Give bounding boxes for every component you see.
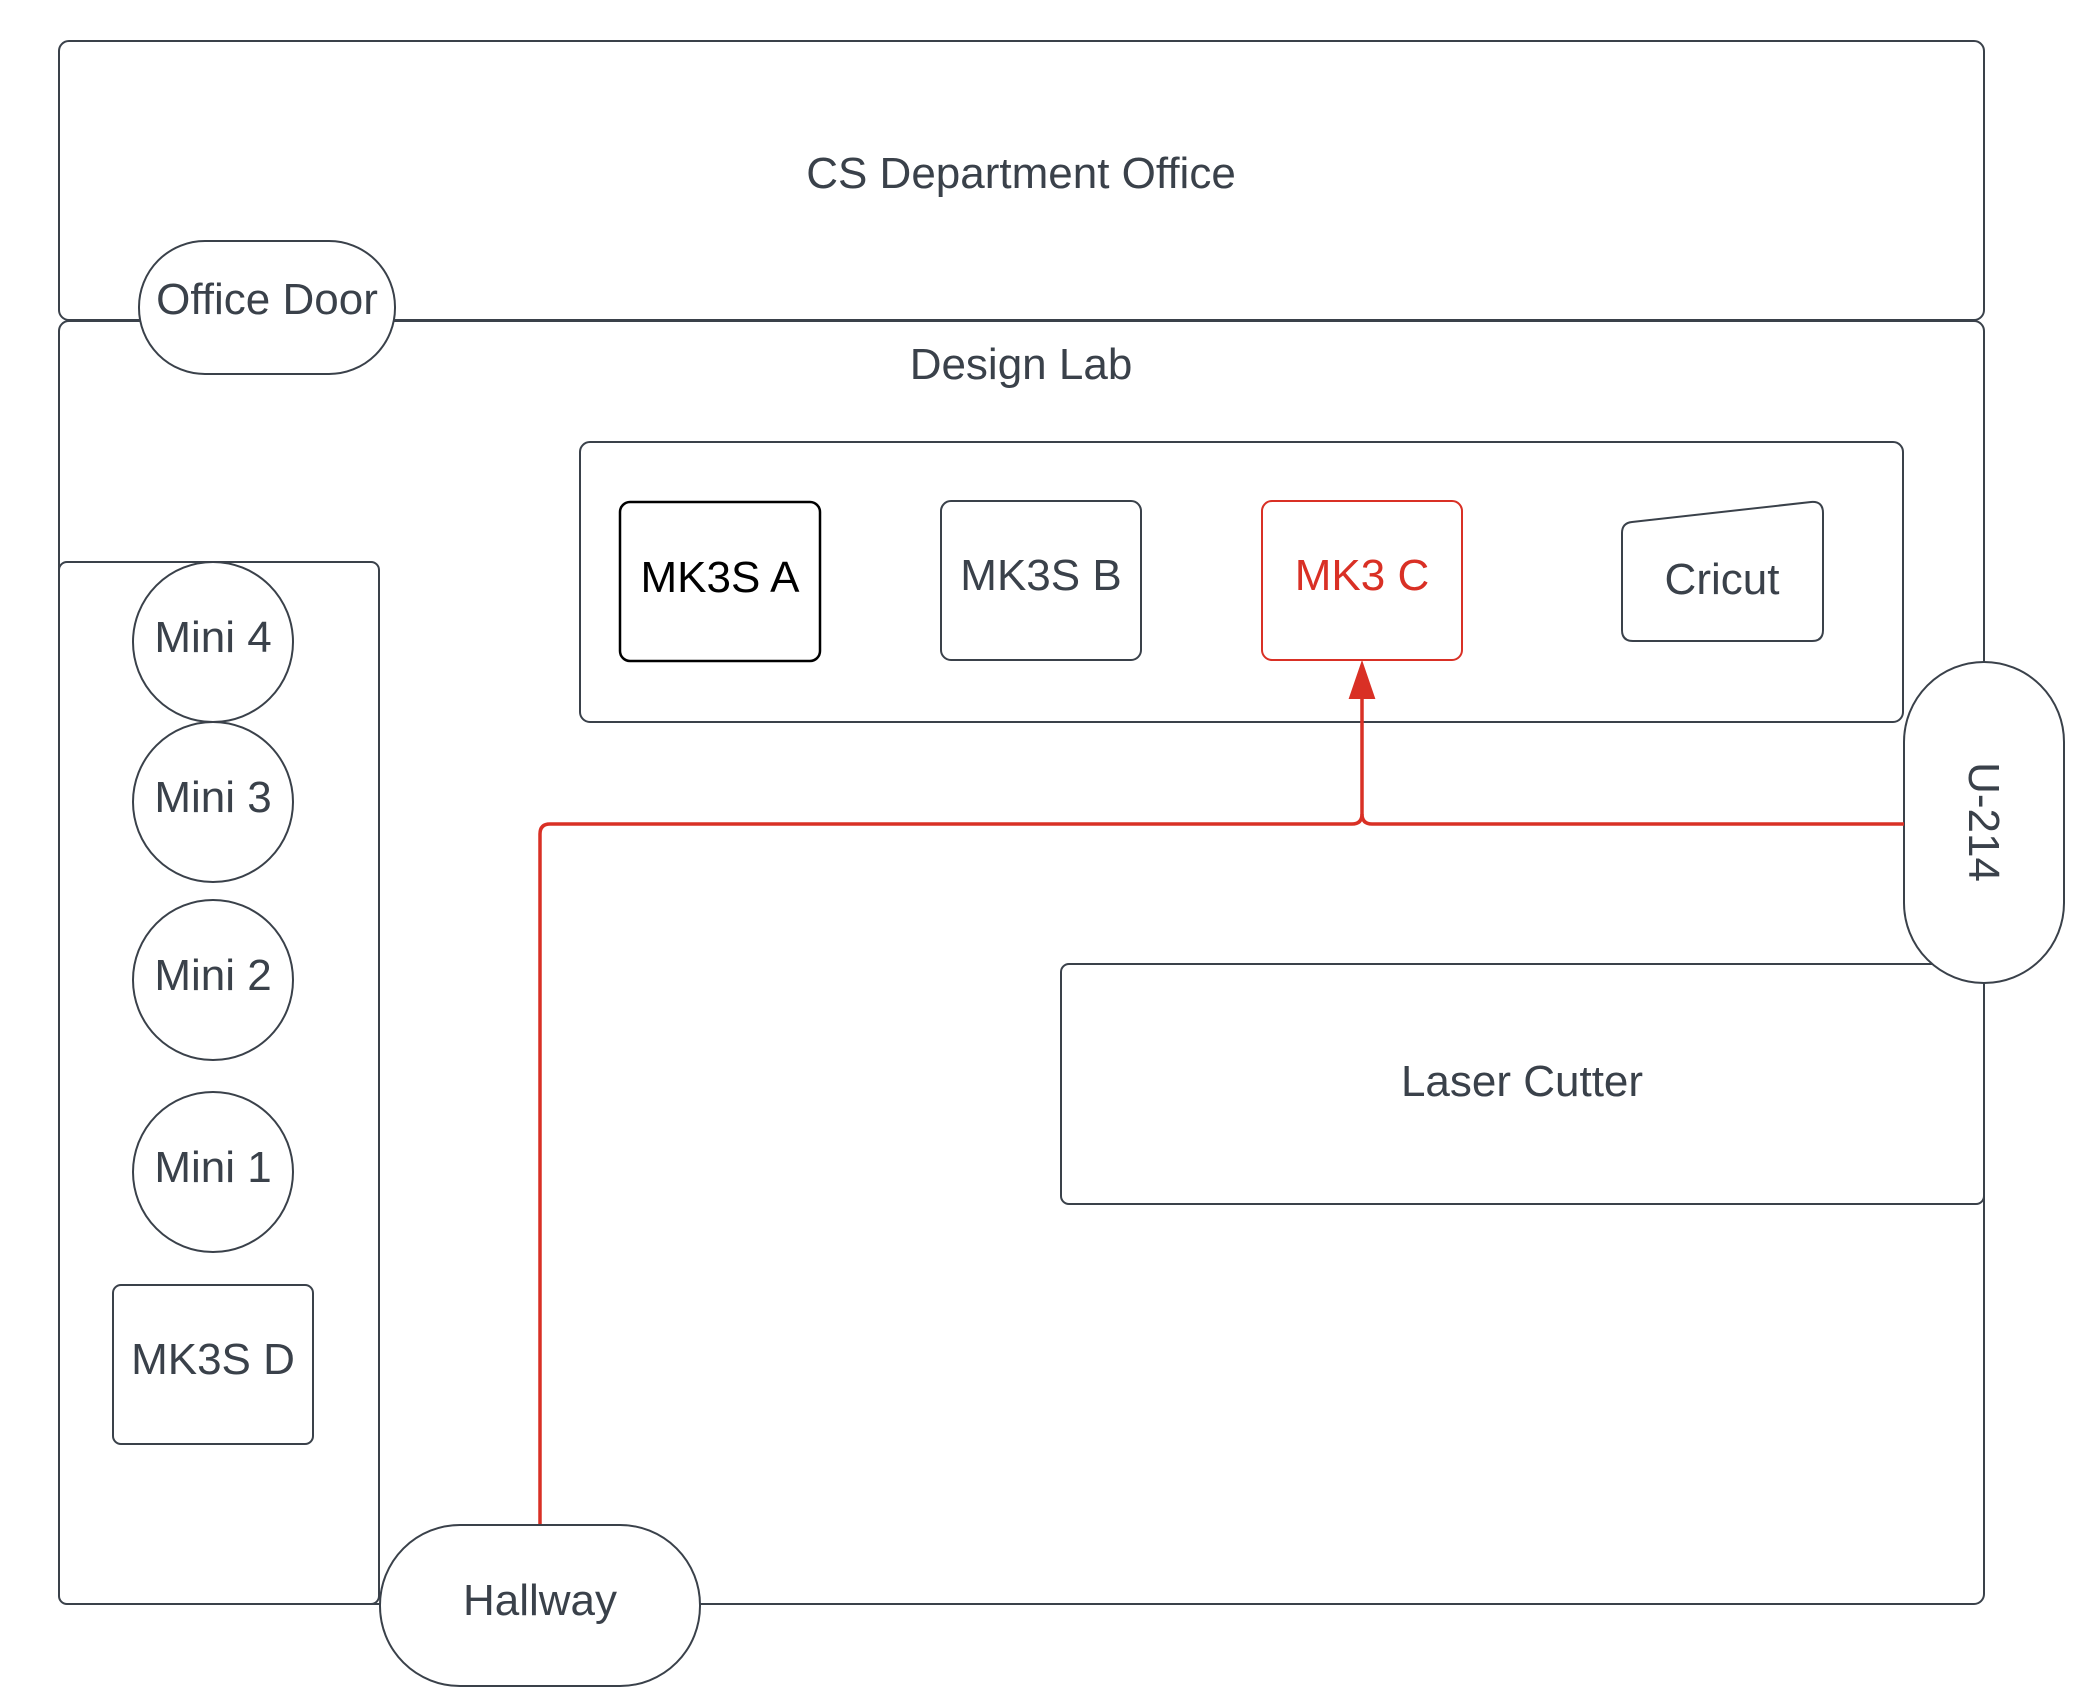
laser-cutter: Laser Cutter bbox=[1060, 963, 1985, 1205]
design-lab-label: Design Lab bbox=[910, 340, 1133, 389]
cs-department-office: CS Department Office bbox=[58, 40, 1985, 321]
laser-cutter-label: Laser Cutter bbox=[1401, 1057, 1643, 1106]
printer-mk3s-d: MK3S D bbox=[112, 1284, 314, 1445]
office-door: Office Door bbox=[138, 240, 396, 375]
door-u214: U-214 bbox=[1903, 661, 2065, 984]
cs-department-office-label: CS Department Office bbox=[806, 149, 1236, 198]
printer-mk3s-d-label: MK3S D bbox=[131, 1335, 295, 1384]
door-u214-label: U-214 bbox=[1959, 762, 2008, 882]
printer-mk3s-a-label: MK3S A bbox=[641, 553, 801, 602]
printer-mk3s-b-label: MK3S B bbox=[960, 551, 1121, 600]
printer-mk3s-a: MK3S A bbox=[618, 500, 822, 663]
cricut-label: Cricut bbox=[1665, 555, 1780, 604]
printer-mk3-c-label: MK3 C bbox=[1295, 551, 1429, 600]
printer-table bbox=[579, 441, 1904, 723]
hallway: Hallway bbox=[379, 1524, 701, 1687]
hallway-label: Hallway bbox=[463, 1576, 617, 1625]
office-door-label: Office Door bbox=[156, 275, 378, 324]
mini-4-label: Mini 4 bbox=[154, 613, 271, 662]
mini-1: Mini 1 bbox=[132, 1091, 294, 1253]
mini-4: Mini 4 bbox=[132, 561, 294, 723]
route-from-u214 bbox=[1360, 813, 1904, 826]
cricut: Cricut bbox=[1621, 500, 1824, 642]
mini-2-label: Mini 2 bbox=[154, 951, 271, 1000]
printer-mk3s-b: MK3S B bbox=[940, 500, 1142, 661]
route-arrowhead bbox=[1348, 659, 1376, 699]
mini-3: Mini 3 bbox=[132, 721, 294, 883]
route-to-mk3-c bbox=[538, 659, 1904, 1524]
mini-3-label: Mini 3 bbox=[154, 773, 271, 822]
mini-1-label: Mini 1 bbox=[154, 1143, 271, 1192]
mini-2: Mini 2 bbox=[132, 899, 294, 1061]
printer-mk3-c: MK3 C bbox=[1261, 500, 1463, 661]
